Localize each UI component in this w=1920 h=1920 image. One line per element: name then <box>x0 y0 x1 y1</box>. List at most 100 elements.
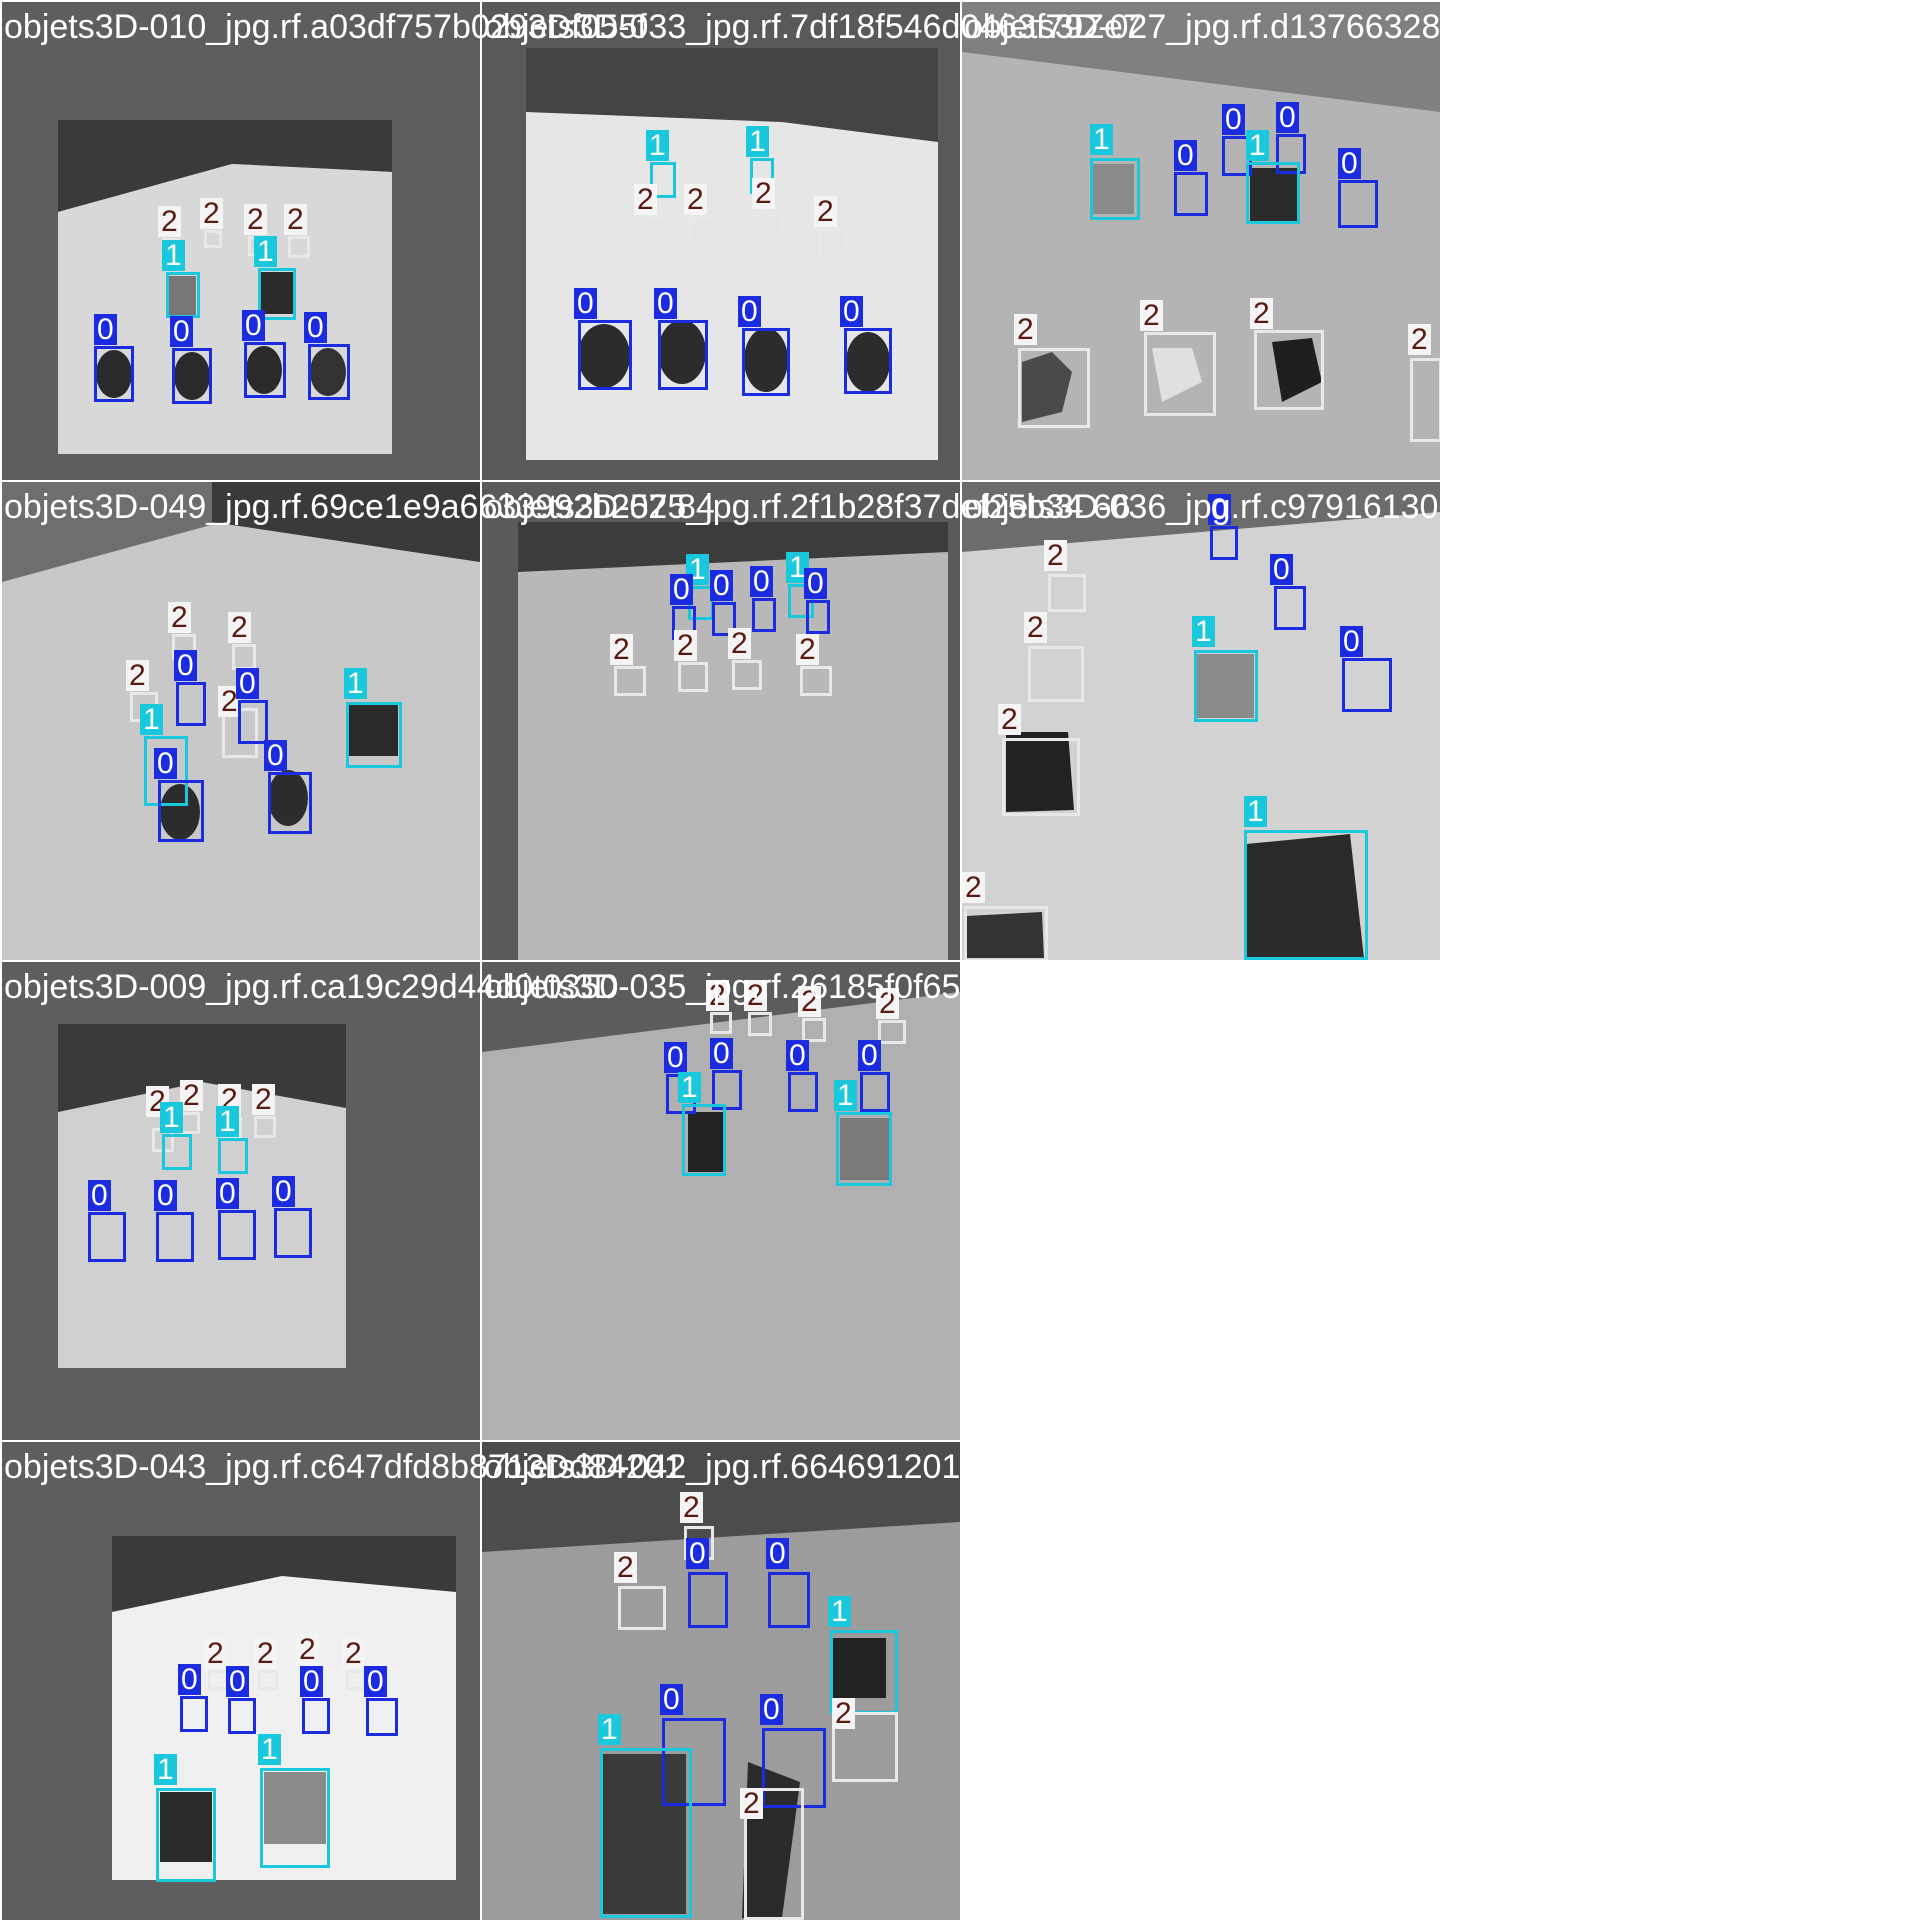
box-label-0: 0 <box>236 668 259 699</box>
box-class-2 <box>1254 330 1324 410</box>
box-label-0: 0 <box>738 296 761 327</box>
box-class-0 <box>752 598 776 632</box>
box-class-0 <box>1174 172 1208 216</box>
box-class-1 <box>166 272 200 318</box>
box-label-0: 0 <box>858 1040 881 1071</box>
box-class-1 <box>156 1788 216 1882</box>
box-label-1: 1 <box>598 1714 621 1745</box>
box-label-0: 0 <box>226 1666 249 1697</box>
box-class-0 <box>274 1208 312 1258</box>
box-label-1: 1 <box>678 1072 701 1103</box>
box-class-0 <box>302 1698 330 1734</box>
box-label-2: 2 <box>798 986 821 1017</box>
box-label-0: 0 <box>654 288 677 319</box>
scene-image <box>482 482 960 960</box>
box-label-0: 0 <box>750 566 773 597</box>
box-label-2: 2 <box>706 980 729 1011</box>
box-label-1: 1 <box>746 126 769 157</box>
mosaic-tile-2: 1 0 0 0 1 0 2 2 2 2 <box>962 2 1440 480</box>
box-class-0 <box>88 1212 126 1262</box>
mosaic-tile-0: 2 2 2 2 1 1 0 0 0 0 <box>2 2 480 480</box>
box-label-2: 2 <box>218 686 241 717</box>
mosaic-tile-7: 2 2 2 2 0 0 0 0 1 1 <box>482 962 960 1440</box>
box-class-0 <box>172 348 212 404</box>
box-label-1: 1 <box>216 1106 239 1137</box>
box-label-0: 0 <box>670 574 693 605</box>
box-class-2 <box>800 666 832 696</box>
box-class-2 <box>964 906 1048 960</box>
box-class-1 <box>346 702 402 768</box>
box-class-1 <box>144 736 188 806</box>
box-label-0: 0 <box>174 650 197 681</box>
box-label-0: 0 <box>154 1180 177 1211</box>
box-class-2 <box>180 1112 200 1134</box>
scene-image <box>962 2 1440 480</box>
box-label-2: 2 <box>254 1638 277 1669</box>
box-label-0: 0 <box>1276 102 1299 133</box>
box-label-2: 2 <box>610 634 633 665</box>
mosaic-tile-6: 2 2 2 2 1 1 0 0 0 0 <box>2 962 480 1440</box>
scene-image <box>2 962 480 1440</box>
box-label-2: 2 <box>1014 314 1037 345</box>
box-class-2 <box>818 228 848 258</box>
box-class-2 <box>832 1712 898 1782</box>
box-class-1 <box>836 1112 892 1186</box>
box-class-0 <box>228 1698 256 1734</box>
scene-image <box>482 1442 960 1920</box>
box-class-0 <box>788 1072 818 1112</box>
box-class-1 <box>1194 650 1258 722</box>
box-class-2 <box>710 1012 732 1034</box>
box-label-2: 2 <box>728 628 751 659</box>
box-class-0 <box>180 1696 208 1732</box>
box-class-2 <box>732 660 762 690</box>
box-label-2: 2 <box>634 184 657 215</box>
box-class-2 <box>1018 348 1090 428</box>
box-label-2: 2 <box>168 602 191 633</box>
box-class-1 <box>258 268 296 320</box>
box-label-0: 0 <box>1174 140 1197 171</box>
box-label-1: 1 <box>160 1102 183 1133</box>
box-label-0: 0 <box>272 1176 295 1207</box>
box-class-2 <box>346 1670 366 1690</box>
box-label-2: 2 <box>1044 540 1067 571</box>
box-class-0 <box>238 700 268 744</box>
box-label-2: 2 <box>180 1080 203 1111</box>
box-class-2 <box>744 1788 804 1920</box>
box-class-0 <box>688 1572 728 1628</box>
box-class-2 <box>638 216 668 246</box>
box-label-0: 0 <box>154 748 177 779</box>
box-label-1: 1 <box>140 704 163 735</box>
box-label-1: 1 <box>162 240 185 271</box>
box-label-0: 0 <box>686 1538 709 1569</box>
box-label-0: 0 <box>660 1684 683 1715</box>
box-class-0 <box>176 682 206 726</box>
box-class-2 <box>802 1018 826 1042</box>
box-class-0 <box>860 1072 890 1112</box>
box-label-2: 2 <box>832 1698 855 1729</box>
box-class-0 <box>806 600 830 634</box>
box-class-2 <box>1410 358 1440 442</box>
box-label-2: 2 <box>876 988 899 1019</box>
box-class-1 <box>1246 162 1300 224</box>
box-label-2: 2 <box>614 1552 637 1583</box>
box-label-2: 2 <box>740 1788 763 1819</box>
box-label-1: 1 <box>1244 796 1267 827</box>
box-class-0 <box>662 1718 726 1806</box>
box-label-2: 2 <box>244 204 267 235</box>
box-label-1: 1 <box>258 1734 281 1765</box>
box-label-1: 1 <box>786 552 809 583</box>
box-label-1: 1 <box>154 1754 177 1785</box>
box-class-0 <box>158 780 204 842</box>
box-label-1: 1 <box>344 668 367 699</box>
box-label-2: 2 <box>296 1634 319 1665</box>
box-label-2: 2 <box>252 1084 275 1115</box>
box-label-2: 2 <box>1140 300 1163 331</box>
box-class-2 <box>204 230 222 248</box>
box-class-0 <box>1338 180 1378 228</box>
box-class-1 <box>260 1768 330 1868</box>
box-class-1 <box>1244 830 1368 960</box>
box-label-0: 0 <box>804 568 827 599</box>
box-class-2 <box>618 1586 666 1630</box>
box-class-2 <box>688 216 716 246</box>
box-class-0 <box>268 772 312 834</box>
